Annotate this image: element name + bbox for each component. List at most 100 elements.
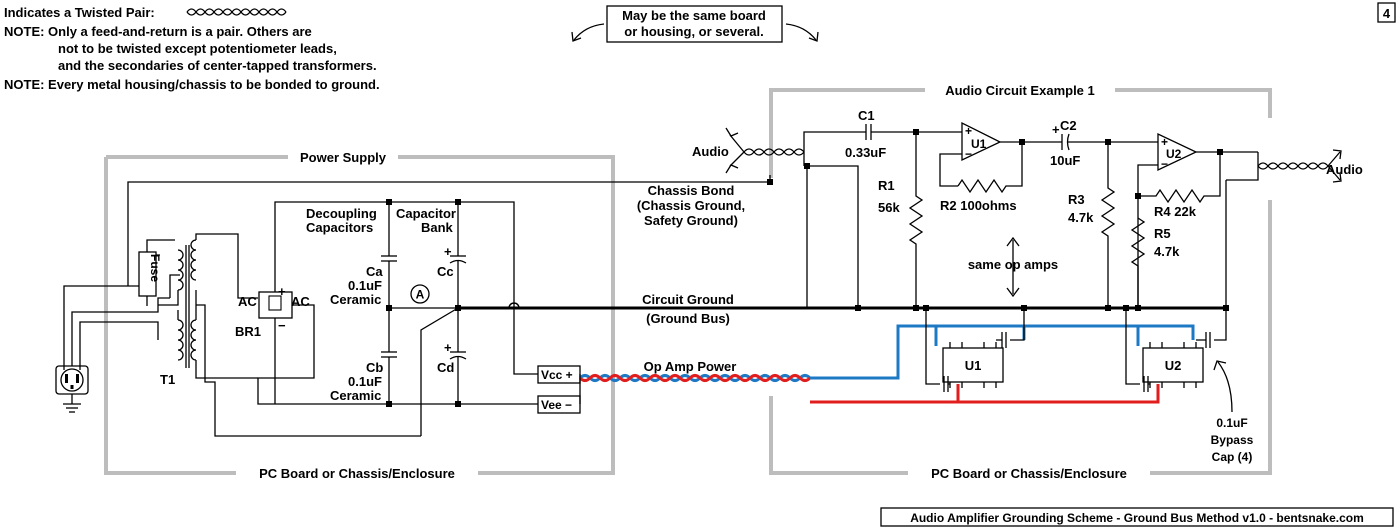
footer-box: Audio Amplifier Grounding Scheme - Groun… xyxy=(880,507,1394,527)
r2-label: R2 100ohms xyxy=(940,198,1017,213)
r3-label: R3 xyxy=(1068,192,1085,207)
vee-terminal: Vee − xyxy=(537,395,581,414)
u2-package-label: U2 xyxy=(1165,358,1182,373)
fuse-icon: Fuse xyxy=(138,251,162,297)
resistor-r5-icon xyxy=(1130,217,1146,308)
opamp-power-label: Op Amp Power xyxy=(644,359,737,374)
audio-circuit-frame: Audio Circuit Example 1 PC Board or Chas… xyxy=(769,83,1272,481)
r1-value: 56k xyxy=(878,200,900,215)
c1-value: 0.33uF xyxy=(845,145,886,160)
power-supply-title: Power Supply xyxy=(300,150,387,165)
br1-ac-left: AC xyxy=(238,294,257,309)
opamp-u1-symbol: + − U1 xyxy=(961,121,1002,162)
ic-u2-package: U2 xyxy=(1142,342,1204,388)
left-board-label: PC Board or Chassis/Enclosure xyxy=(259,466,455,481)
opamp-u2-symbol: + − U2 xyxy=(1157,132,1198,172)
r5-label: R5 xyxy=(1154,226,1171,241)
callout-left-arrow xyxy=(571,23,605,42)
resistor-r3-icon xyxy=(1100,142,1116,308)
page-number-box: 4 xyxy=(1377,2,1396,23)
u1-plus: + xyxy=(965,124,972,138)
r1-label: R1 xyxy=(878,178,895,193)
callout-line2: or housing, or several. xyxy=(624,24,763,39)
audio-input-twisted-pair xyxy=(725,127,805,174)
capbank-label-line2: Bank xyxy=(421,220,454,235)
mains-outlet-icon xyxy=(55,365,89,395)
r5-value: 4.7k xyxy=(1154,244,1180,259)
vcc-terminal: Vcc + xyxy=(537,365,581,384)
power-supply-frame: Power Supply PC Board or Chassis/Enclosu… xyxy=(104,150,615,481)
capacitor-cc-icon xyxy=(449,202,467,308)
earth-ground-icon xyxy=(63,394,81,413)
right-board-label: PC Board or Chassis/Enclosure xyxy=(931,466,1127,481)
vee-label: Vee − xyxy=(541,398,572,412)
capacitor-cd-icon xyxy=(449,308,467,404)
u2-plus: + xyxy=(1161,135,1168,149)
u1-package-label: U1 xyxy=(965,358,982,373)
r4-label: R4 22k xyxy=(1154,204,1197,219)
cd-label: Cd xyxy=(437,360,454,375)
cb-label: Cb xyxy=(366,360,383,375)
bridge-rectifier-br1 xyxy=(258,291,293,319)
circuit-ground-label-line2: (Ground Bus) xyxy=(646,311,730,326)
u1-symbol-label: U1 xyxy=(971,137,987,151)
cb-type: Ceramic xyxy=(330,388,381,403)
br1-plus: + xyxy=(278,284,286,299)
ca-type: Ceramic xyxy=(330,292,381,307)
br1-ac-right: AC xyxy=(291,294,310,309)
twisted-pair-legend-symbol xyxy=(186,8,287,16)
decoupling-label-line1: Decoupling xyxy=(306,206,377,221)
vcc-label: Vcc + xyxy=(541,368,573,382)
c2-value: 10uF xyxy=(1050,153,1080,168)
audio-circuit-title: Audio Circuit Example 1 xyxy=(945,83,1095,98)
resistor-r2-icon xyxy=(957,142,1023,194)
capacitor-ca-icon xyxy=(381,202,397,308)
footer-title: Audio Amplifier Grounding Scheme - Groun… xyxy=(910,511,1364,525)
opamp-power-twisted-pair xyxy=(578,374,812,382)
legend-note1-line2: not to be twisted except potentiometer l… xyxy=(58,41,337,56)
chassis-bond-line2: (Chassis Ground, xyxy=(637,198,745,213)
cc-plus: + xyxy=(444,244,452,259)
c1-label: C1 xyxy=(858,108,875,123)
bypass-label-line2: Bypass xyxy=(1211,433,1254,447)
legend-note1-line3: and the secondaries of center-tapped tra… xyxy=(58,58,377,73)
same-op-amps-label: same op amps xyxy=(968,257,1058,272)
cd-plus: + xyxy=(444,340,452,355)
ca-label: Ca xyxy=(366,264,383,279)
u1-minus: − xyxy=(965,147,972,161)
junction-dots xyxy=(386,129,1229,407)
legend-note2: NOTE: Every metal housing/chassis to be … xyxy=(4,77,380,92)
bypass-label-line3: Cap (4) xyxy=(1212,450,1253,464)
c2-plus: + xyxy=(1052,122,1060,137)
resistor-r4-icon xyxy=(1138,152,1221,204)
legend-twisted-pair-label: Indicates a Twisted Pair: xyxy=(4,5,155,20)
capacitor-c2-icon xyxy=(1061,133,1070,151)
resistor-r1-icon xyxy=(908,132,924,308)
br1-label: BR1 xyxy=(235,324,261,339)
u2-minus: − xyxy=(1161,157,1168,171)
cb-value: 0.1uF xyxy=(348,374,382,389)
audio-input-label: Audio xyxy=(692,144,729,159)
callout-line1: May be the same board xyxy=(622,8,766,23)
r3-value: 4.7k xyxy=(1068,210,1094,225)
fuse-label: Fuse xyxy=(148,254,162,282)
bypass-label-line1: 0.1uF xyxy=(1216,416,1247,430)
capacitor-cb-icon xyxy=(381,308,397,404)
audio-output-label: Audio xyxy=(1326,162,1363,177)
cc-label: Cc xyxy=(437,264,454,279)
t1-label: T1 xyxy=(160,372,175,387)
node-a-label: A xyxy=(416,288,425,302)
u2-symbol-label: U2 xyxy=(1166,147,1182,161)
circuit-ground-label-line1: Circuit Ground xyxy=(642,292,734,307)
br1-minus: − xyxy=(278,318,286,333)
legend-note1-line1: NOTE: Only a feed-and-return is a pair. … xyxy=(4,24,312,39)
audio-output-twisted-pair xyxy=(1257,149,1342,183)
chassis-bond-line3: Safety Ground) xyxy=(644,213,738,228)
chassis-bond-line1: Chassis Bond xyxy=(648,183,735,198)
capacitor-c1-icon xyxy=(865,124,872,140)
bypass-cap-arrow xyxy=(1213,360,1233,413)
ic-u1-package: U1 xyxy=(942,342,1004,388)
page-number: 4 xyxy=(1383,6,1391,21)
callout-right-arrow xyxy=(785,23,819,42)
